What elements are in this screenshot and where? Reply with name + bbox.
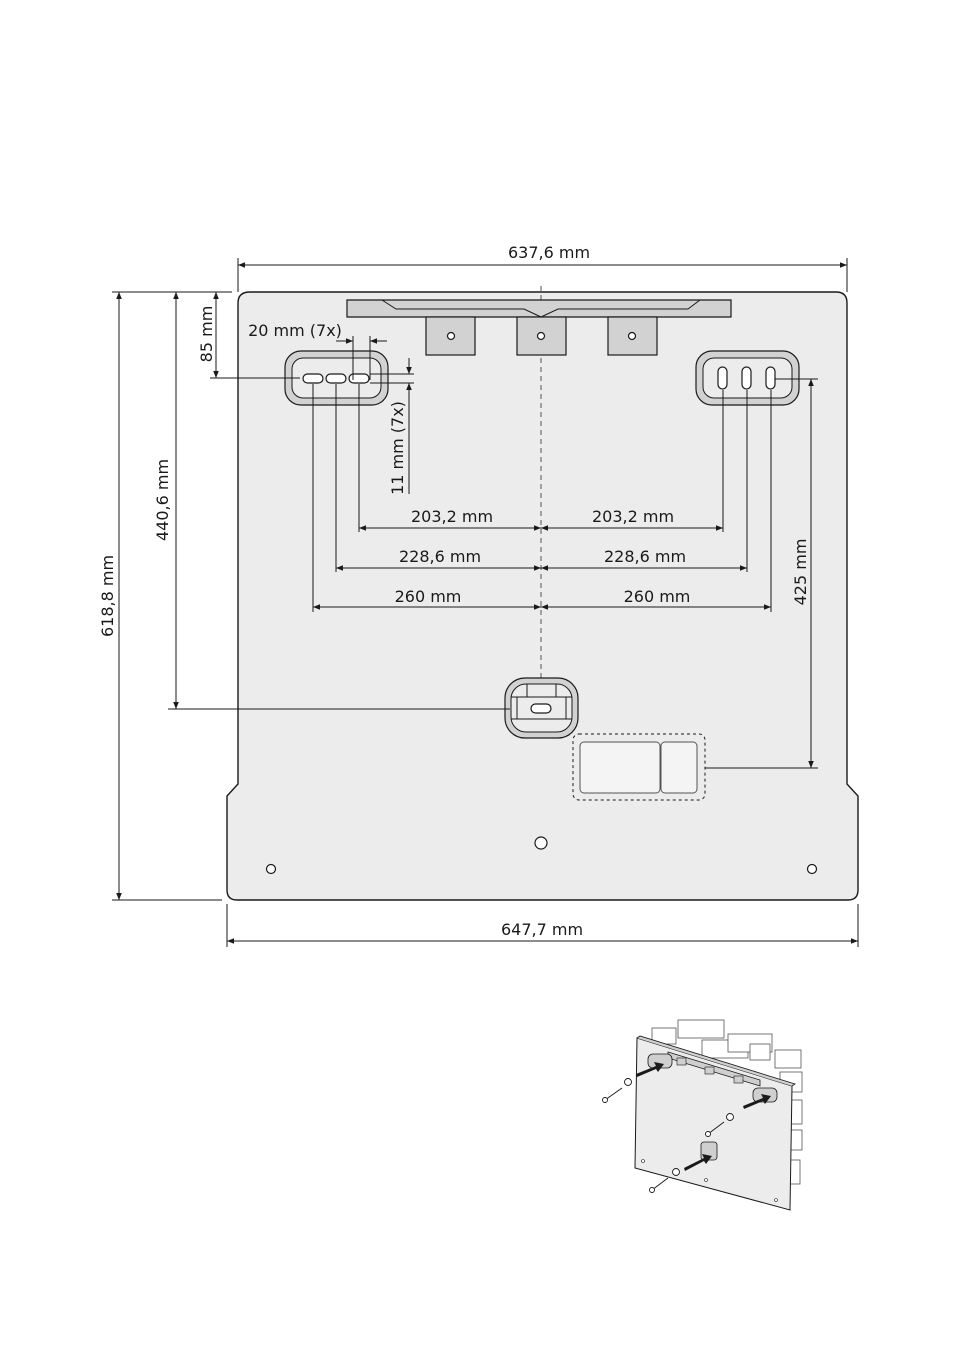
dim-total-height: 618,8 mm — [98, 555, 117, 637]
dim-inner-left: 203,2 mm — [411, 507, 493, 526]
dim-top-offset: 85 mm — [197, 306, 216, 363]
dim-top-width: 637,6 mm — [508, 243, 590, 262]
wall-mounting-illustration — [602, 1019, 803, 1211]
top-bracket-rail — [346, 299, 732, 318]
mounting-plate-outline — [226, 291, 859, 901]
dim-inner-right: 203,2 mm — [592, 507, 674, 526]
dim-outer-right: 260 mm — [624, 587, 691, 606]
dim-middle-right: 228,6 mm — [604, 547, 686, 566]
dim-bottom-width: 647,7 mm — [501, 920, 583, 939]
dim-slot-pitch: 20 mm (7x) — [248, 321, 342, 340]
center-lower-bracket — [504, 677, 579, 739]
bracket-tab-right — [607, 316, 658, 356]
bracket-tab-left — [425, 316, 476, 356]
dim-slot-width: 11 mm (7x) — [388, 401, 407, 495]
bracket-tab-center — [516, 316, 567, 356]
rail-notch-left — [381, 299, 542, 318]
dim-outer-left: 260 mm — [395, 587, 462, 606]
dim-right-hole-height: 425 mm — [791, 539, 810, 606]
label-area — [572, 733, 706, 801]
bottom-center-hole — [534, 836, 548, 850]
dim-center-hole-height: 440,6 mm — [153, 459, 172, 541]
dim-middle-left: 228,6 mm — [399, 547, 481, 566]
rail-notch-right — [540, 299, 701, 318]
bottom-left-hole — [265, 863, 277, 875]
bottom-right-hole — [806, 863, 818, 875]
